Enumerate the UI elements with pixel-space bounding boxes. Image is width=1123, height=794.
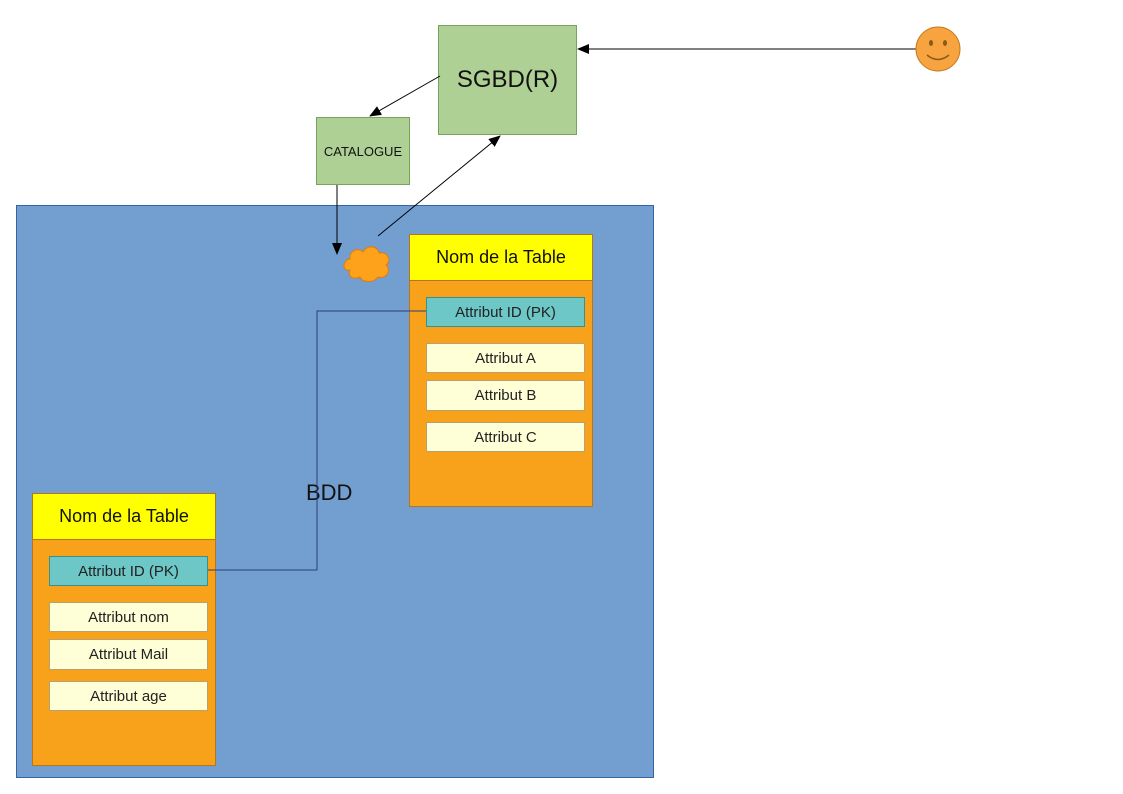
table-left-title: Nom de la Table (33, 494, 215, 540)
table-left[interactable]: Nom de la Table Attribut ID (PK) Attribu… (32, 493, 216, 766)
sgbd-label: SGBD(R) (456, 66, 559, 93)
table-right-attr-b[interactable]: Attribut B (426, 380, 585, 411)
catalogue-box[interactable]: CATALOGUE (316, 117, 410, 185)
table-right-pk[interactable]: Attribut ID (PK) (426, 297, 585, 327)
table-left-pk[interactable]: Attribut ID (PK) (49, 556, 208, 586)
sgbd-box[interactable]: SGBD(R) (438, 25, 577, 135)
catalogue-label: CATALOGUE (323, 143, 403, 159)
table-right-attr-a[interactable]: Attribut A (426, 343, 585, 373)
sgbd-to-catalogue-arrow (369, 75, 441, 117)
smiley-icon[interactable] (915, 26, 961, 72)
table-right-attr-c[interactable]: Attribut C (426, 422, 585, 452)
table-left-attr-mail[interactable]: Attribut Mail (49, 639, 208, 670)
table-left-attr-age[interactable]: Attribut age (49, 681, 208, 711)
bdd-label: BDD (306, 480, 353, 505)
table-right[interactable]: Nom de la Table Attribut ID (PK) Attribu… (409, 234, 593, 507)
table-right-title: Nom de la Table (410, 235, 592, 281)
table-left-attr-nom[interactable]: Attribut nom (49, 602, 208, 632)
